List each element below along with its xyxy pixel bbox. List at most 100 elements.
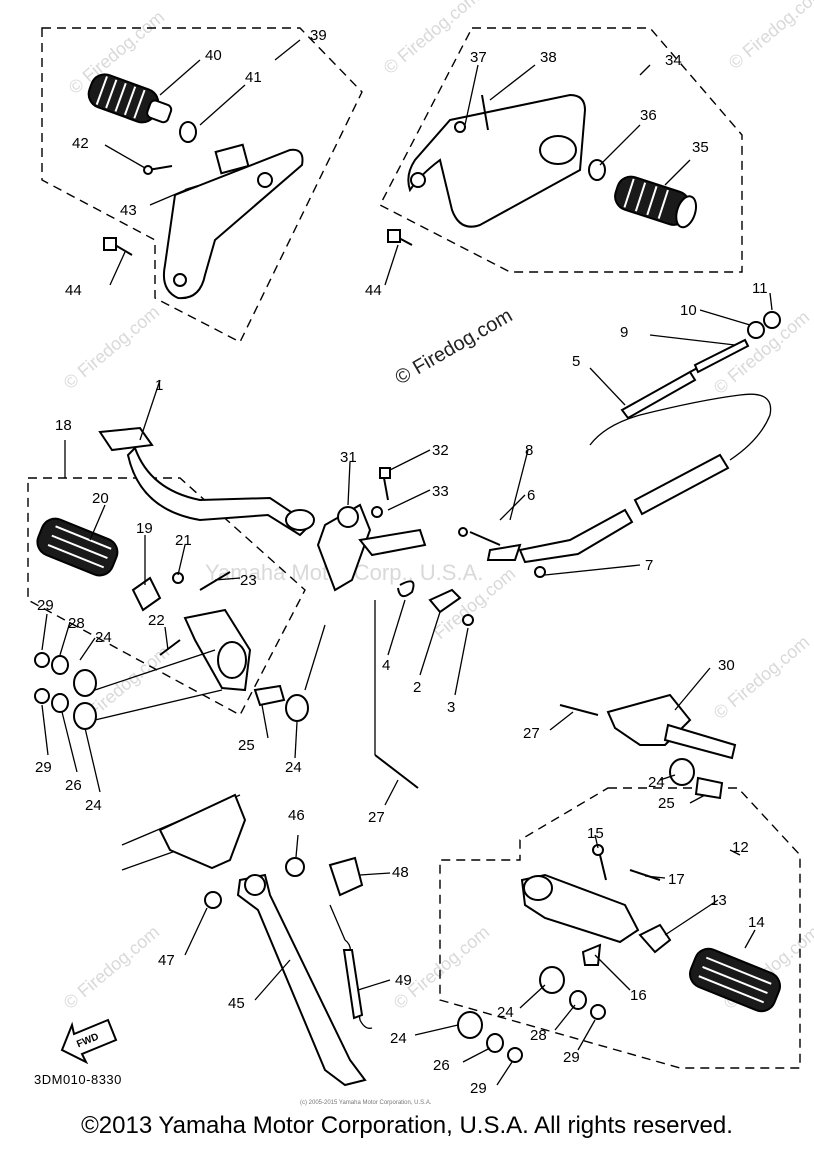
callout-1: 1 [155, 377, 163, 394]
callout-29c: 29 [563, 1049, 580, 1066]
bushing [285, 694, 309, 722]
bushing [73, 702, 97, 730]
brake-pedal-pad [98, 426, 154, 452]
callout-26b: 26 [433, 1057, 450, 1074]
callout-24c: 24 [285, 759, 302, 776]
nut [204, 891, 222, 909]
sidestand-assembly [121, 793, 373, 1087]
washer [179, 121, 197, 143]
brake-rod-joint [428, 588, 462, 614]
nut [534, 566, 546, 578]
bolt [114, 244, 133, 256]
copyright-notice: ©2013 Yamaha Motor Corporation, U.S.A. A… [81, 1112, 733, 1139]
cotter-pin [629, 869, 661, 881]
bushing [669, 758, 695, 786]
footpeg-rubber [689, 947, 781, 1013]
callout-33: 33 [432, 483, 449, 500]
cable-adjuster [620, 370, 697, 420]
cable-joint [486, 543, 522, 561]
assembly-line [94, 649, 223, 721]
callout-6: 6 [527, 487, 535, 504]
small-copyright: (c) 2005-2015 Yamaha Motor Corporation, … [300, 1100, 432, 1106]
bolt-head [379, 467, 391, 479]
nut [590, 1004, 606, 1020]
callout-layer: 40 41 39 42 43 44 37 38 34 36 35 44 11 1… [35, 27, 768, 1097]
nut [34, 652, 50, 668]
callout-25b: 25 [658, 795, 675, 812]
pivot-hole [244, 874, 266, 896]
watermark: © Firedog.com [390, 922, 493, 1013]
cotter-pin [199, 571, 231, 591]
watermark: © Firedog.com [380, 0, 483, 78]
bolt-head [462, 614, 474, 626]
brake-pedal-assembly [98, 311, 781, 789]
bracket-bore [217, 641, 247, 679]
callout-9: 9 [620, 324, 628, 341]
boundary-34 [379, 27, 743, 273]
callout-19: 19 [136, 520, 153, 537]
bracket-hole [173, 273, 187, 287]
callout-28: 28 [68, 615, 85, 632]
right-front-footrest-assembly [457, 693, 781, 1063]
boundary-39 [41, 27, 363, 343]
callout-21: 21 [175, 532, 192, 549]
callout-11: 11 [752, 280, 768, 297]
callout-2: 2 [413, 679, 421, 696]
spring [581, 943, 602, 966]
callout-17: 17 [668, 871, 685, 888]
bracket-boss [539, 135, 577, 165]
callout-8: 8 [525, 442, 533, 459]
pin-head [458, 527, 468, 537]
nut [507, 1047, 523, 1063]
callout-15: 15 [587, 825, 604, 842]
bracket-shaft [663, 723, 737, 760]
collar [694, 776, 724, 800]
stud [559, 704, 599, 716]
bolt [383, 477, 389, 501]
callout-45: 45 [228, 995, 245, 1012]
watermark-center: © Firedog.com [392, 305, 517, 390]
brake-cable [589, 393, 772, 461]
bushing [457, 1011, 483, 1039]
sidestand-bracket [158, 793, 247, 870]
callout-37: 37 [470, 49, 487, 66]
callout-31: 31 [340, 449, 357, 466]
callout-24e: 24 [497, 1004, 514, 1021]
callout-26: 26 [65, 777, 82, 794]
boundary-12 [439, 787, 801, 1069]
brake-pedal-arm [126, 446, 312, 537]
spring-coil [342, 949, 364, 1020]
callout-36: 36 [640, 107, 657, 124]
callout-46: 46 [288, 807, 305, 824]
callout-42: 42 [72, 135, 89, 152]
callout-29b: 29 [35, 759, 52, 776]
spring [159, 639, 181, 656]
callout-24f: 24 [390, 1030, 407, 1047]
pedal-boss [285, 509, 315, 531]
callout-22: 22 [148, 612, 165, 629]
cotter-pin [481, 94, 489, 131]
bracket-hole [257, 172, 273, 188]
spring [693, 338, 750, 374]
callout-24: 24 [95, 629, 112, 646]
callout-27: 27 [368, 809, 385, 826]
sidestand [236, 873, 367, 1087]
washer [51, 655, 69, 675]
right-rear-footrest-assembly [387, 93, 698, 246]
watermark: © Firedog.com [725, 0, 814, 73]
callout-3: 3 [447, 699, 455, 716]
callout-49: 49 [395, 972, 412, 989]
bolt-head [387, 229, 401, 243]
spring-hanger [328, 856, 364, 897]
callout-47: 47 [158, 952, 175, 969]
cable-sleeve [518, 508, 634, 564]
callout-5: 5 [572, 353, 580, 370]
callout-7: 7 [645, 557, 653, 574]
footrest-bracket [407, 93, 587, 228]
pin [599, 854, 607, 881]
callout-29d: 29 [470, 1080, 487, 1097]
callout-25: 25 [238, 737, 255, 754]
forward-arrow: FWD [60, 1018, 118, 1065]
callout-14: 14 [748, 914, 765, 931]
callout-28b: 28 [530, 1027, 547, 1044]
